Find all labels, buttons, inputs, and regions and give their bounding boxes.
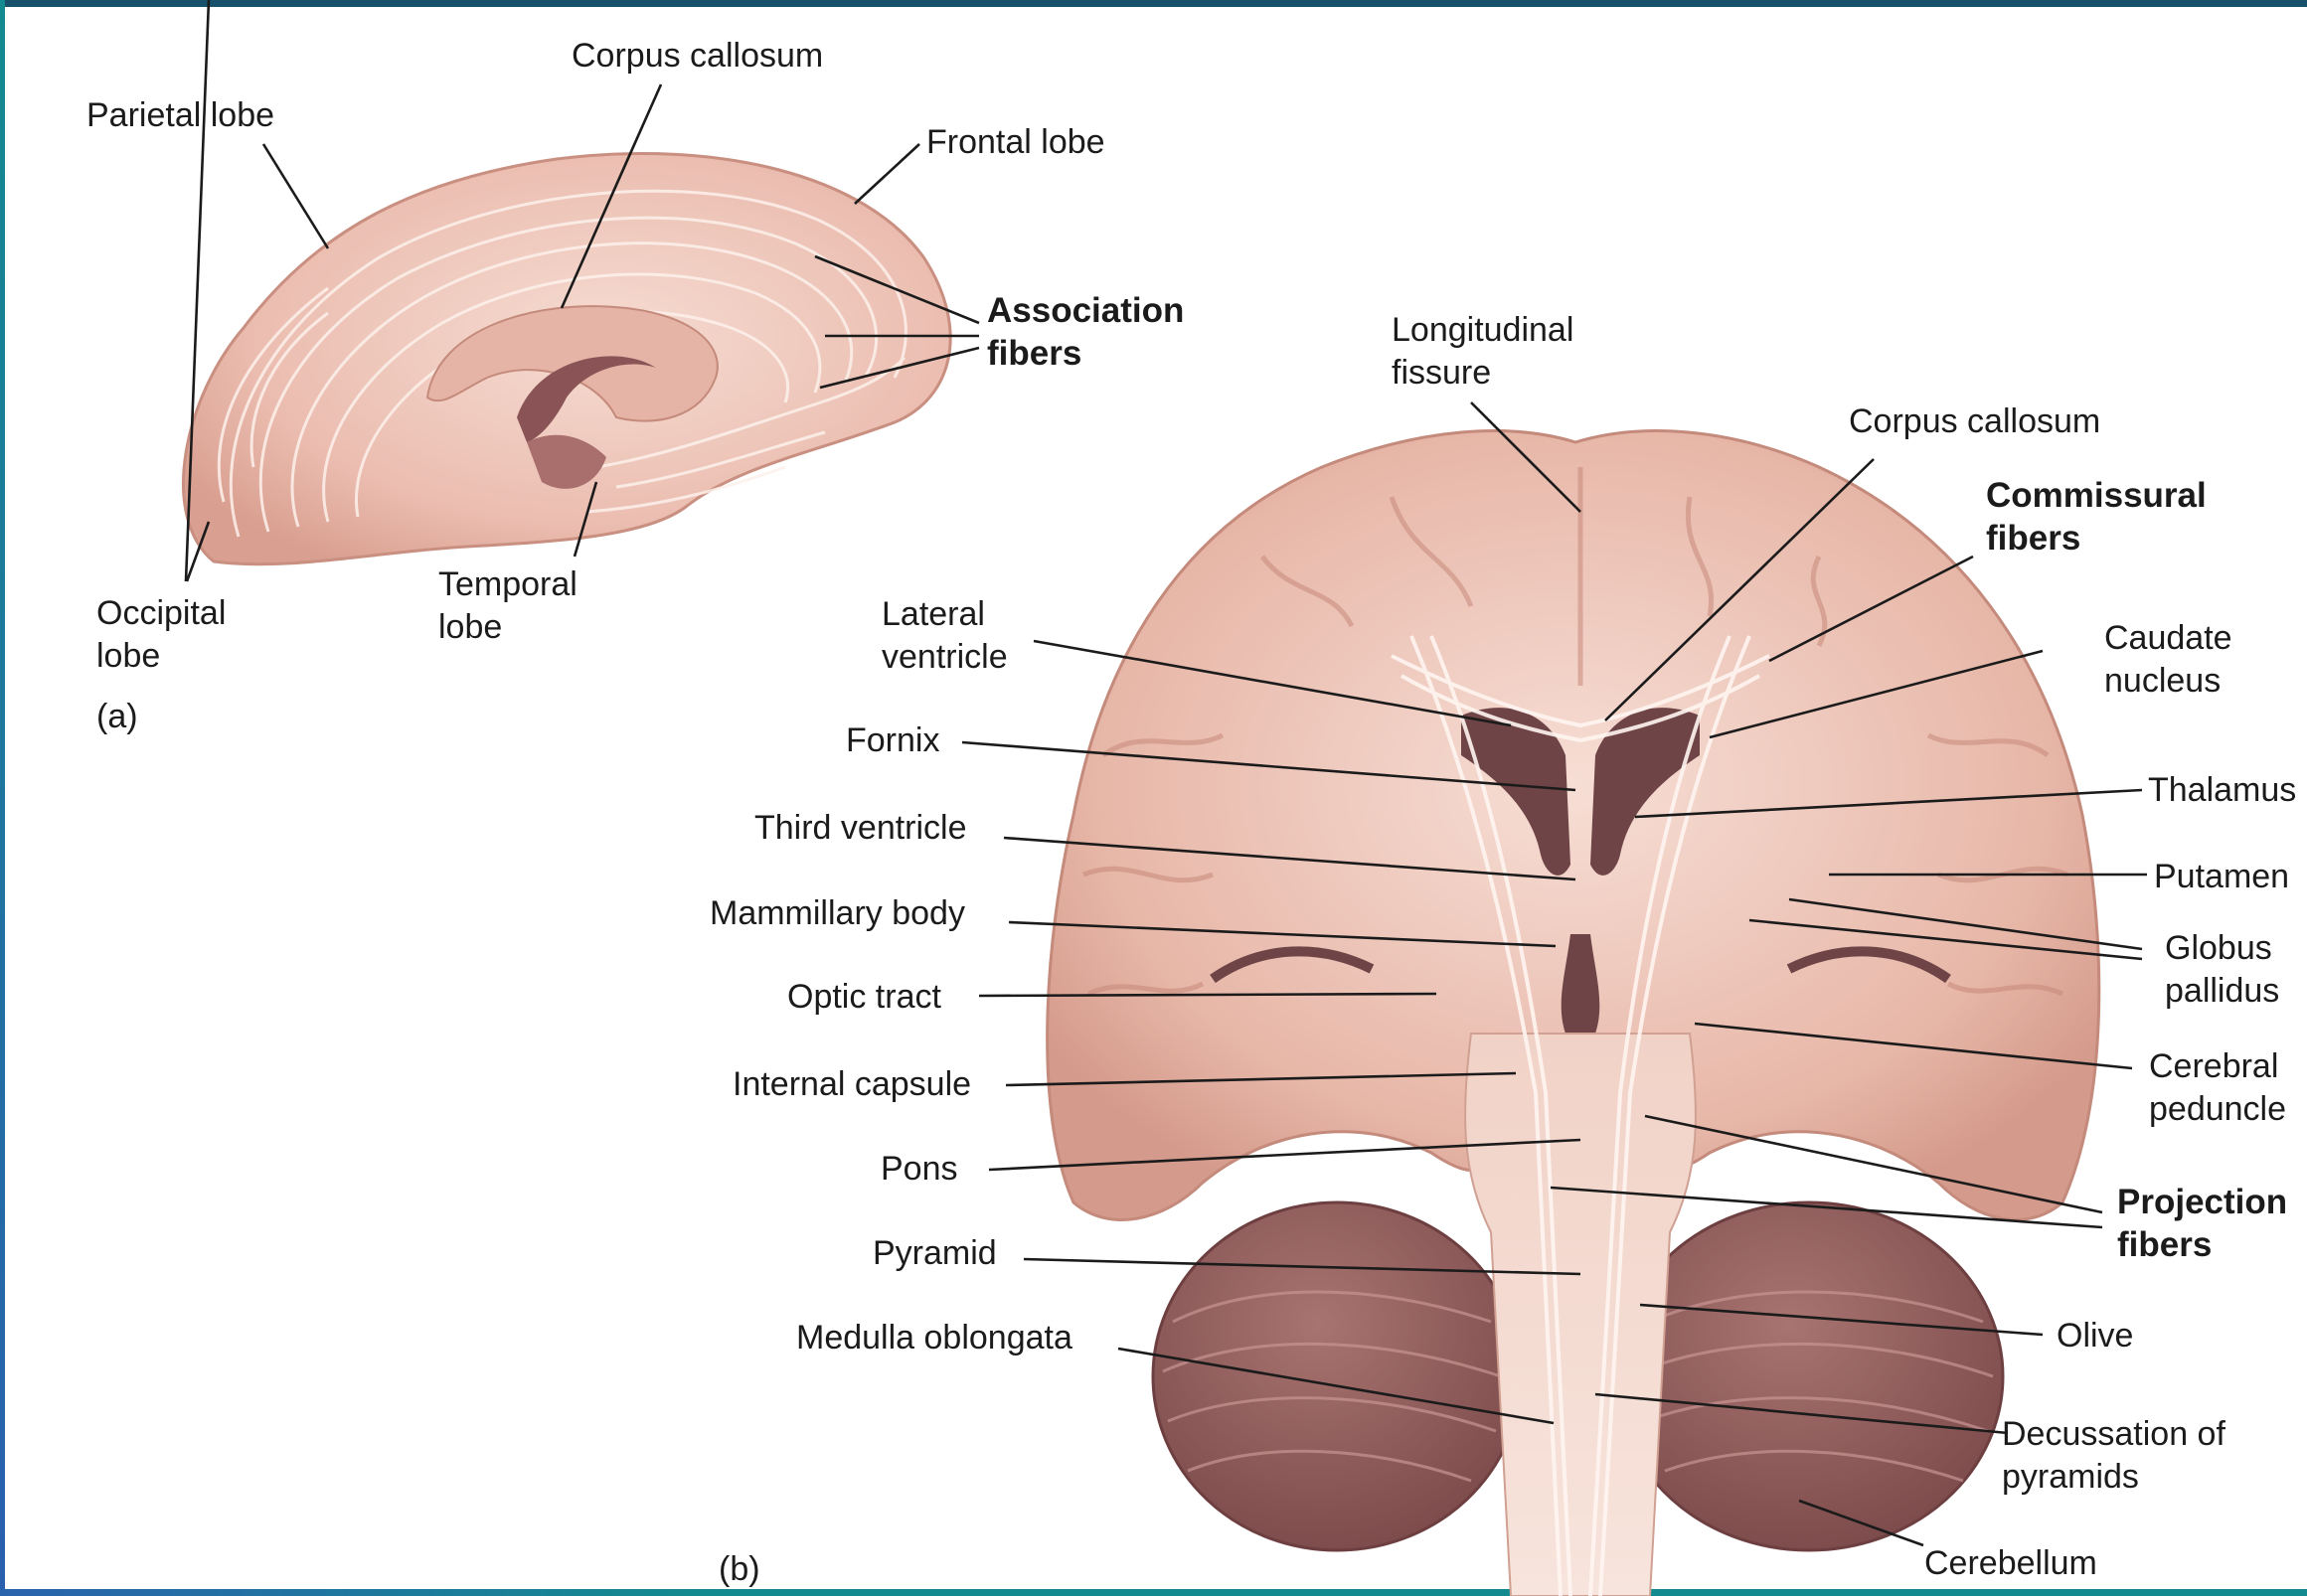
label-commissural-fibers-line2: fibers — [1986, 519, 2081, 558]
label-decussation-of-pyramids-line2: pyramids — [2002, 1458, 2139, 1496]
label-thalamus: Thalamus — [2148, 771, 2297, 809]
label-pons: Pons — [881, 1150, 958, 1188]
label-lateral-ventricle-line1: Lateral — [882, 595, 985, 633]
label-putamen: Putamen — [2154, 858, 2290, 895]
label-fornix: Fornix — [846, 721, 940, 759]
label-cerebral-peduncle-line2: peduncle — [2149, 1090, 2287, 1128]
label-occipital-lobe-line2: lobe — [96, 637, 161, 675]
label-longitudinal-fissure-line1: Longitudinal — [1392, 311, 1574, 349]
label-cerebral-peduncle-line1: Cerebral — [2149, 1047, 2279, 1085]
panel-b-tag: (b) — [719, 1550, 760, 1588]
label-third-ventricle: Third ventricle — [754, 809, 967, 847]
hemisphere-lateral-view — [182, 152, 952, 566]
label-commissural-fibers-line1: Commissural — [1986, 476, 2207, 515]
label-projection-fibers-line1: Projection — [2117, 1183, 2288, 1221]
label-globus-pallidus-line2: pallidus — [2165, 972, 2280, 1010]
frame-left-border — [0, 0, 5, 1596]
label-corpus-callosum-a: Corpus callosum — [572, 37, 824, 75]
label-association-fibers-line2: fibers — [987, 334, 1082, 373]
label-temporal-lobe-line1: Temporal — [438, 565, 577, 603]
label-projection-fibers-line2: fibers — [2117, 1225, 2213, 1264]
label-mammillary-body: Mammillary body — [710, 894, 965, 932]
label-medulla-oblongata: Medulla oblongata — [796, 1319, 1072, 1357]
label-lateral-ventricle-line2: ventricle — [882, 638, 1008, 676]
label-olive: Olive — [2057, 1317, 2134, 1355]
label-internal-capsule: Internal capsule — [733, 1065, 972, 1103]
label-occipital-lobe-line1: Occipital — [96, 594, 227, 632]
label-temporal-lobe-line2: lobe — [438, 608, 503, 646]
label-frontal-lobe: Frontal lobe — [926, 123, 1105, 161]
panel-a-tag: (a) — [96, 698, 138, 735]
label-pyramid: Pyramid — [873, 1234, 997, 1272]
label-caudate-nucleus-line1: Caudate — [2104, 619, 2232, 657]
frame-top-border — [0, 0, 2307, 7]
label-cerebellum: Cerebellum — [1924, 1544, 2097, 1582]
label-longitudinal-fissure-line2: fissure — [1392, 354, 1492, 392]
label-decussation-of-pyramids-line1: Decussation of — [2002, 1415, 2225, 1453]
label-parietal-lobe: Parietal lobe — [86, 96, 275, 134]
label-corpus-callosum-b: Corpus callosum — [1849, 402, 2101, 440]
label-optic-tract: Optic tract — [787, 978, 941, 1016]
frame-bottom-border — [0, 1589, 2307, 1596]
label-association-fibers-line1: Association — [987, 291, 1185, 330]
leader-lines — [184, 0, 2147, 1547]
label-globus-pallidus-line1: Globus — [2165, 929, 2272, 967]
label-caudate-nucleus-line2: nucleus — [2104, 662, 2222, 700]
brain-coronal-section — [1046, 429, 2101, 1596]
